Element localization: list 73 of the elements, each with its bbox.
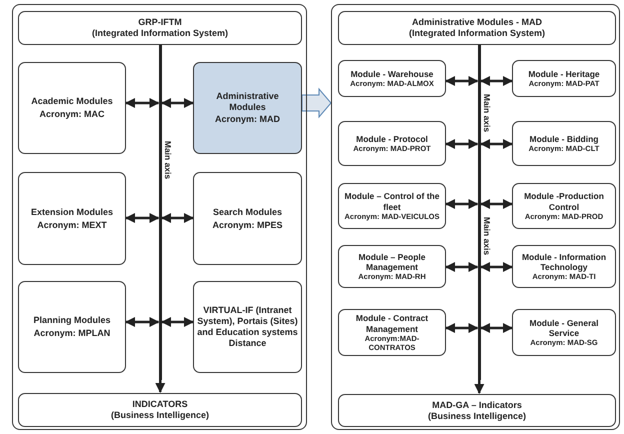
node-title: Administrative Modules (215, 90, 280, 112)
module-box (338, 309, 446, 356)
node-title: VIRTUAL-IF (Intranet System), Portais (Sites) and Education systems Distance (197, 305, 298, 349)
header-box (338, 11, 616, 45)
header-box (18, 11, 302, 45)
header-box (338, 394, 616, 427)
module-box (193, 172, 302, 265)
node-title: Module - Heritage (528, 68, 600, 80)
node-subtitle: (Business Intelligence) (110, 410, 210, 421)
node-subtitle: Acronym: MEXT (37, 220, 107, 230)
module-box (338, 60, 446, 97)
arrow (480, 76, 513, 86)
arrow (155, 380, 166, 393)
module-box (512, 121, 616, 166)
arrow (480, 262, 513, 272)
module-box (512, 183, 616, 229)
arrow (161, 213, 194, 223)
arrow (445, 262, 478, 272)
header-box (18, 393, 302, 427)
node-title: Academic Modules (31, 96, 113, 107)
arrow (125, 213, 160, 223)
node-title: Planning Modules (33, 315, 110, 326)
arrow (445, 323, 478, 333)
node-title: Administrative Modules - MAD (412, 17, 542, 28)
arrow (161, 98, 194, 108)
module-box (338, 183, 446, 229)
node-title: INDICATORS (132, 399, 188, 410)
arrow (480, 199, 513, 209)
node-title: Module -Production Control (523, 191, 605, 212)
node-title: Extension Modules (30, 206, 113, 218)
node-title: Module - Contract Management (354, 313, 430, 334)
node-subtitle: (Integrated Information System) (92, 28, 228, 39)
arrow (125, 317, 160, 327)
node-subtitle: (Integrated Information System) (408, 28, 545, 39)
node-subtitle: Acronym: MAD (214, 114, 280, 126)
node-title: Module - Bidding (530, 134, 598, 144)
module-box (18, 281, 126, 373)
arrow (445, 139, 478, 149)
arrow (445, 76, 478, 86)
node-subtitle: Acronym: MAC (39, 109, 104, 120)
node-title: GRP-IFTM (138, 17, 182, 28)
arrow (445, 199, 478, 209)
block-arrow (302, 88, 332, 118)
module-box (512, 309, 616, 356)
node-title: Module - General Service (528, 318, 600, 338)
arrow (125, 98, 160, 108)
node-subtitle: Acronym: MPLAN (34, 328, 110, 339)
module-box (18, 62, 126, 154)
panel (12, 4, 307, 430)
module-box (512, 60, 616, 97)
node-title: Module - Protocol (356, 134, 428, 144)
axis-label: Main axis (164, 140, 172, 180)
node-subtitle: (Business Intelligence) (428, 410, 526, 422)
module-box (512, 245, 616, 288)
axis-label: Main axis (482, 94, 491, 132)
arrow (480, 139, 513, 149)
node-title: Module - Warehouse (350, 68, 434, 80)
node-title: Module - Information Technology (520, 252, 608, 272)
node-title: MAD-GA – Indicators (432, 400, 522, 410)
arrow (161, 317, 194, 327)
module-box (18, 172, 126, 265)
axis-label: Main axis (482, 216, 491, 256)
node-title: Module – Control of the fleet (344, 191, 440, 212)
node-subtitle: Acronym: MPES (212, 220, 282, 230)
node-title: Search Modules (212, 206, 282, 218)
module-box (338, 121, 446, 166)
module-box (193, 281, 302, 373)
module-box (338, 245, 446, 288)
module-box (193, 62, 302, 154)
arrow (474, 380, 484, 394)
node-title: Module – People Management (357, 252, 427, 272)
panel (331, 4, 620, 430)
arrow (480, 323, 513, 333)
